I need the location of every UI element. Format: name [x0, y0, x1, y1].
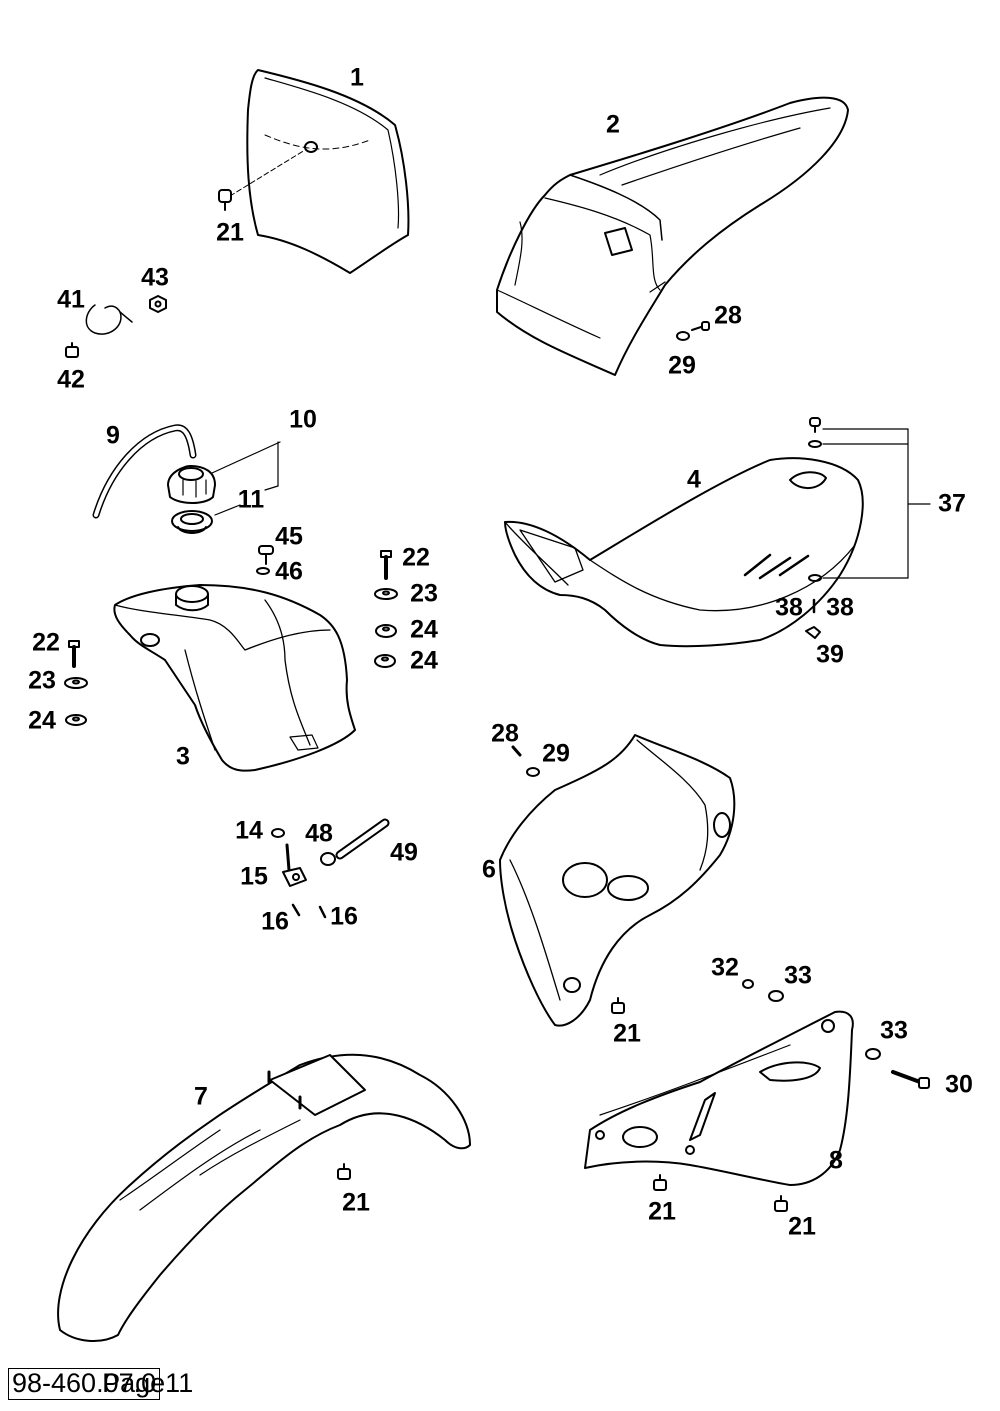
part-29-washer-icon: [527, 768, 539, 776]
part-1-number-plate: [230, 70, 408, 273]
part-22-bolt-icon: [381, 551, 391, 578]
part-callout-45: 45: [275, 522, 303, 551]
part-callout-9: 9: [106, 421, 120, 450]
part-callout-16: 16: [261, 907, 289, 936]
part-39-clip-icon: [806, 627, 820, 638]
part-callout-49: 49: [390, 838, 418, 867]
part-45-bolt-icon: [259, 546, 273, 564]
part-33-washer-icon: [769, 991, 783, 1001]
screw-icon: [692, 322, 709, 330]
part-42-screw-icon: [66, 343, 78, 357]
part-23-washer-icon: [375, 589, 397, 599]
part-callout-23: 23: [410, 579, 438, 608]
part-callout-21: 21: [342, 1188, 370, 1217]
part-15-fuel-tap: [283, 845, 306, 886]
part-49-fuel-hose: [340, 823, 385, 855]
part-24-rubber-icon: [375, 655, 395, 667]
part-callout-23: 23: [28, 666, 56, 695]
part-callout-30: 30: [945, 1070, 973, 1099]
part-callout-33: 33: [784, 961, 812, 990]
page-number: Page11: [102, 1368, 194, 1398]
drawing-code: 98-460.07.0: [8, 1368, 161, 1400]
part-callout-14: 14: [235, 816, 263, 845]
part-callout-21: 21: [216, 218, 244, 247]
part-24-rubber-icon: [376, 625, 396, 637]
part-callout-33: 33: [880, 1016, 908, 1045]
part-callout-8: 8: [829, 1146, 843, 1175]
part-48-hose-clamp-icon: [321, 853, 335, 865]
part-callout-24: 24: [410, 646, 438, 675]
part-callout-2: 2: [606, 110, 620, 139]
part-37-screw-icon: [810, 418, 820, 432]
footer: 98-460.07.0Page11: [8, 1368, 193, 1400]
part-callout-24: 24: [410, 615, 438, 644]
part-11-gasket: [172, 511, 212, 533]
part-callout-7: 7: [194, 1082, 208, 1111]
callout-bracket-10-11: [212, 442, 280, 515]
part-16-screw-icon: [320, 907, 325, 917]
part-callout-28: 28: [714, 301, 742, 330]
part-21-screw-icon: [612, 998, 624, 1013]
part-callout-6: 6: [482, 855, 496, 884]
part-callout-21: 21: [648, 1197, 676, 1226]
part-46-washer-icon: [257, 568, 269, 574]
part-callout-1: 1: [350, 63, 364, 92]
part-22-bolt-icon: [69, 641, 79, 666]
part-callout-16: 16: [330, 902, 358, 931]
part-callout-10: 10: [289, 405, 317, 434]
part-callout-42: 42: [57, 365, 85, 394]
part-37-washer-icon: [809, 441, 821, 447]
part-14-washer-icon: [272, 829, 284, 837]
part-callout-11: 11: [237, 485, 265, 514]
part-8-frame-cover: [585, 1012, 853, 1185]
part-4-seat: [505, 458, 863, 646]
part-callout-29: 29: [542, 739, 570, 768]
part-callout-3: 3: [176, 742, 190, 771]
part-7-front-fender: [58, 1055, 470, 1341]
part-10-fuel-cap: [168, 466, 215, 503]
part-41-cable-tie: [86, 305, 132, 334]
part-callout-46: 46: [275, 557, 303, 586]
part-37-washer-icon: [809, 575, 821, 581]
part-callout-28: 28: [491, 719, 519, 748]
part-callout-39: 39: [816, 640, 844, 669]
part-callout-22: 22: [32, 628, 60, 657]
part-callout-38: 38: [775, 593, 803, 622]
washer-icon: [677, 332, 689, 340]
part-21-screw-icon: [775, 1196, 787, 1211]
part-callout-43: 43: [141, 263, 169, 292]
part-callout-24: 24: [28, 706, 56, 735]
part-callout-29: 29: [668, 351, 696, 380]
part-callout-15: 15: [240, 862, 268, 891]
part-callout-21: 21: [613, 1019, 641, 1048]
part-43-nut-icon: [150, 296, 166, 312]
part-33-washer-icon: [866, 1049, 880, 1059]
part-3-fuel-tank: [114, 585, 355, 771]
part-callout-38: 38: [826, 593, 854, 622]
part-24-rubber-icon: [66, 715, 86, 725]
part-28-screw-icon: [513, 747, 520, 755]
part-32-nut-icon: [743, 980, 753, 988]
part-callout-4: 4: [687, 465, 701, 494]
part-callout-48: 48: [305, 819, 333, 848]
part-21-screw-icon: [338, 1164, 350, 1179]
part-30-bolt-icon: [893, 1072, 929, 1088]
part-37-bracket: [823, 429, 930, 578]
screw-icon: [219, 190, 231, 210]
part-callout-41: 41: [57, 285, 85, 314]
part-callout-22: 22: [402, 543, 430, 572]
part-2-rear-fender: [497, 98, 848, 375]
part-callout-21: 21: [788, 1212, 816, 1241]
part-21-screw-icon: [654, 1175, 666, 1190]
part-16-screw-icon: [293, 905, 299, 915]
part-9-breather-hose: [96, 428, 193, 515]
part-23-washer-icon: [65, 678, 87, 688]
part-callout-37: 37: [938, 489, 966, 518]
part-callout-32: 32: [711, 953, 739, 982]
part-6-side-cover: [500, 735, 734, 1026]
